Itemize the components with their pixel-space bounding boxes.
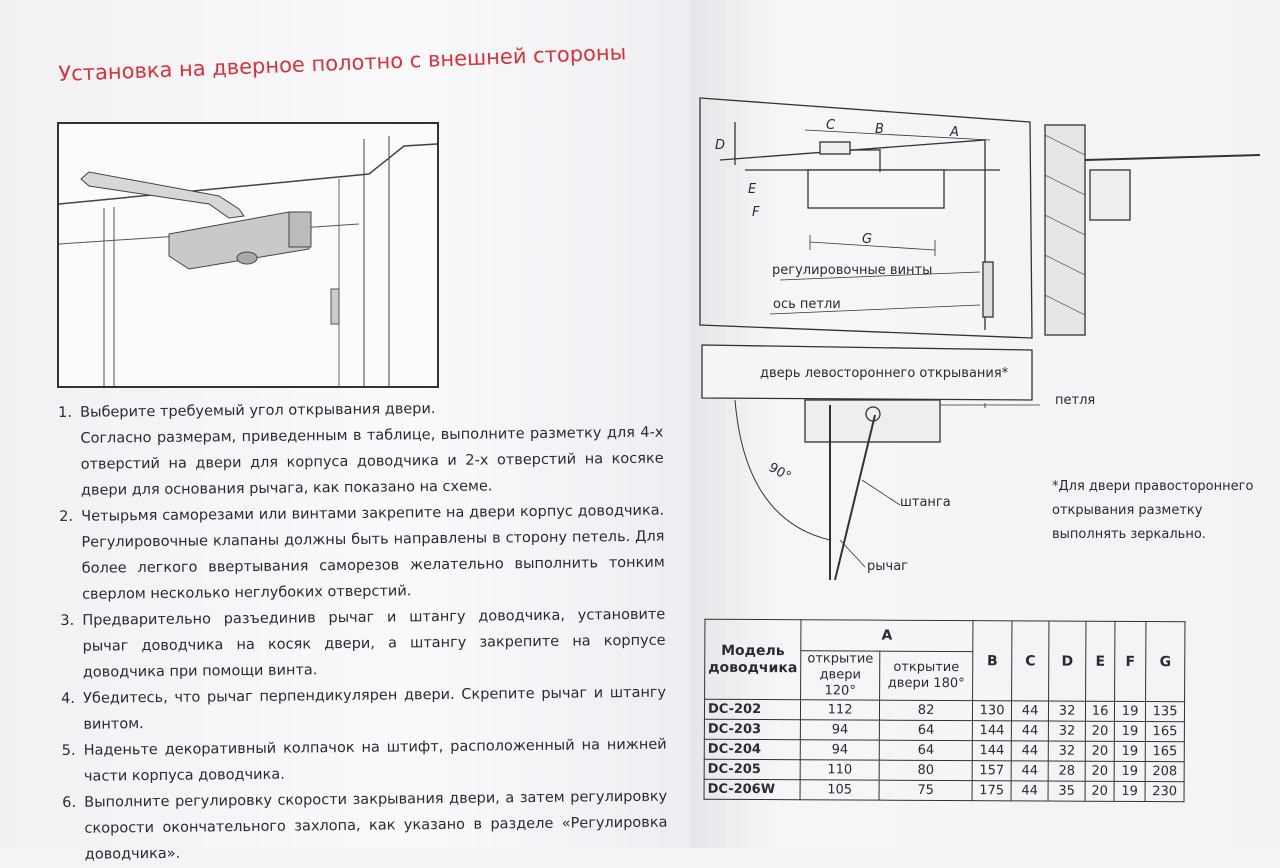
cell-val-c: 44	[1011, 760, 1049, 782]
col-f: F	[1114, 621, 1147, 702]
cell-val-e: 16	[1085, 701, 1115, 722]
dim-d: D	[715, 138, 726, 153]
cell-a180: 64	[879, 740, 973, 761]
cell-a120: 110	[800, 759, 880, 781]
hinge-label: петля	[1055, 393, 1096, 408]
cell-val-d: 32	[1048, 701, 1086, 722]
cell-val-e: 20	[1085, 761, 1115, 782]
door-closer-illustration	[57, 122, 439, 388]
cell-val-f: 19	[1114, 781, 1146, 802]
cell-a180: 75	[879, 780, 973, 801]
cell-val-b: 175	[972, 780, 1012, 801]
cell-a180: 64	[879, 720, 973, 741]
cell-val-d: 35	[1048, 781, 1086, 802]
lever-label: рычаг	[867, 559, 908, 574]
cell-val-f: 19	[1114, 701, 1146, 722]
cell-val-d: 32	[1048, 721, 1086, 742]
dim-e: E	[748, 182, 757, 197]
cell-model: DC-204	[704, 739, 801, 760]
cell-val-f: 19	[1114, 741, 1146, 762]
cell-val-e: 20	[1085, 721, 1115, 742]
cell-val-b: 157	[972, 760, 1012, 781]
cell-val-c: 44	[1011, 740, 1049, 762]
cell-val-g: 165	[1145, 741, 1185, 762]
cell-val-g: 135	[1145, 701, 1185, 722]
cell-model: DC-206W	[704, 779, 801, 800]
dim-b: B	[875, 122, 884, 137]
hinge-axis-label: ось петли	[773, 297, 841, 312]
cell-val-c: 44	[1011, 700, 1049, 722]
adjust-screws-label: регулировочные винты	[772, 263, 933, 278]
cell-val-d: 28	[1048, 761, 1086, 782]
cell-val-c: 44	[1011, 720, 1049, 742]
col-e: E	[1085, 621, 1116, 702]
dim-a: A	[950, 125, 959, 140]
cell-a180: 80	[879, 760, 973, 781]
door-label: дверь левостороннего открывания*	[760, 366, 1009, 381]
cell-val-b: 144	[972, 740, 1012, 761]
mirror-note: *Для двери правостороннего открывания ра…	[1052, 479, 1254, 542]
cell-val-b: 130	[972, 700, 1012, 721]
mounting-diagram	[699, 97, 1261, 581]
cell-val-e: 20	[1085, 741, 1115, 762]
cell-model: DC-205	[704, 759, 801, 780]
rod-label: штанга	[900, 495, 951, 510]
col-c: C	[1011, 620, 1050, 702]
cell-val-g: 230	[1145, 781, 1185, 802]
door-closer-drawing	[58, 136, 438, 386]
dim-c: C	[826, 118, 836, 133]
a-header: A	[800, 619, 974, 652]
cell-a120: 112	[800, 699, 880, 721]
cell-val-f: 19	[1114, 761, 1146, 782]
col-d: D	[1048, 621, 1087, 702]
col-g: G	[1145, 621, 1186, 702]
cell-model: DC-203	[704, 719, 801, 740]
cell-a120: 105	[800, 779, 880, 801]
cell-val-c: 44	[1011, 780, 1049, 802]
cell-a120: 94	[800, 739, 880, 761]
cell-a180: 82	[879, 700, 973, 721]
cell-a120: 94	[800, 719, 880, 741]
cell-val-e: 20	[1085, 781, 1115, 802]
dim-f: F	[752, 205, 760, 220]
cell-model: DC-202	[704, 699, 801, 720]
col-b: B	[972, 620, 1013, 701]
cell-val-g: 165	[1145, 721, 1185, 742]
dim-g: G	[862, 232, 873, 247]
cell-val-g: 208	[1145, 761, 1185, 782]
cell-val-f: 19	[1114, 721, 1146, 742]
cell-val-b: 144	[972, 720, 1012, 741]
cell-val-d: 32	[1048, 741, 1086, 762]
